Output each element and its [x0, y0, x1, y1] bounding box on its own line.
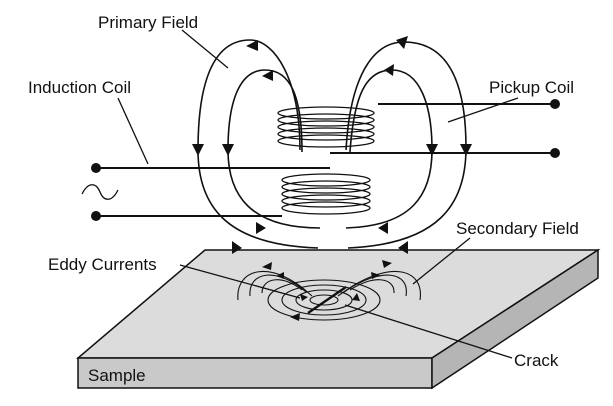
primary-arrow-5: [192, 144, 204, 156]
pickup-coil-label: Pickup Coil: [489, 78, 574, 97]
primary-arrow-2: [262, 70, 273, 81]
primary-arrow-11: [398, 241, 408, 254]
primary-arrow-1: [246, 40, 258, 51]
pickup-terminal-top: [550, 99, 560, 109]
primary-field-label: Primary Field: [98, 13, 198, 32]
primary-arrow-3: [396, 36, 408, 49]
pickup-coil: [277, 106, 375, 148]
eddy-currents-label: Eddy Currents: [48, 255, 157, 274]
primary-arrow-10: [256, 222, 266, 234]
induction-terminal-bottom: [91, 211, 101, 221]
leader-lines: [117, 29, 519, 359]
secondary-field-arcs: [237, 260, 421, 301]
eddy-arrow-3: [352, 293, 360, 301]
ac-source-icon: [81, 184, 119, 200]
primary-arrow-6: [222, 144, 234, 156]
sample-side-face: [431, 248, 599, 390]
induction-coil: [281, 173, 371, 215]
sample-label: Sample: [88, 366, 146, 385]
secondary-arrow-right-1: [382, 260, 392, 268]
induction-coil-label: Induction Coil: [28, 78, 131, 97]
primary-arrow-12: [378, 222, 388, 234]
secondary-arrow-left-1: [262, 262, 272, 270]
primary-field-loops: [192, 36, 472, 254]
secondary-arrow-right-2: [371, 272, 380, 279]
eddy-arrow-2: [300, 294, 308, 301]
eddy-current-rings: [267, 279, 381, 321]
secondary-field-label: Secondary Field: [456, 219, 579, 238]
pickup-terminal-bottom: [550, 148, 560, 158]
primary-arrow-4: [384, 64, 394, 76]
eddy-arrow-1: [290, 313, 300, 321]
primary-arrow-9: [232, 241, 242, 254]
wires: [91, 99, 560, 221]
primary-arrow-8: [426, 144, 438, 156]
secondary-arrow-left-2: [276, 272, 284, 279]
crack-label: Crack: [514, 351, 559, 370]
primary-arrow-7: [460, 144, 472, 156]
induction-terminal-top: [91, 163, 101, 173]
sample-plate: [75, 248, 601, 390]
crack-line: [307, 286, 347, 314]
